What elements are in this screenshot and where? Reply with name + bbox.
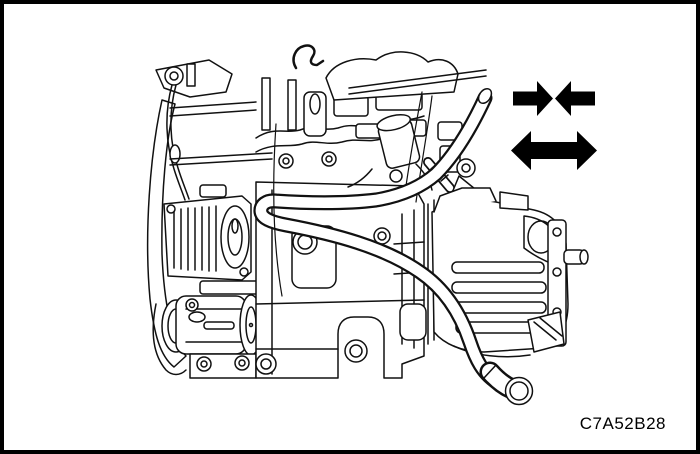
engine-drawing: [148, 46, 588, 405]
double-headed-arrow-icon: [511, 131, 597, 170]
figure-code: C7A52B28: [579, 414, 666, 433]
converging-arrows-icon: [513, 81, 595, 116]
engine-illustration: [4, 4, 597, 454]
